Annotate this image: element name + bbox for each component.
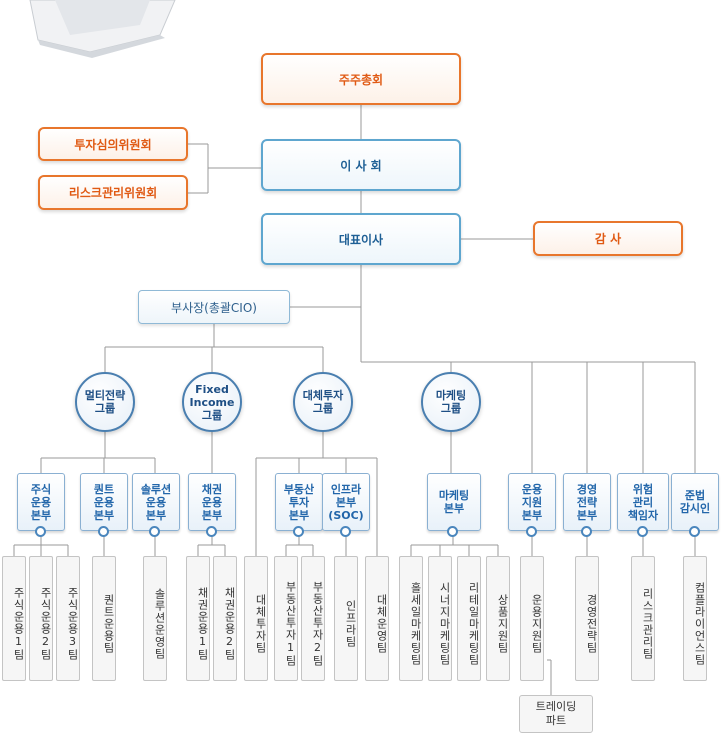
team-solution: 솔루션운영팀 [143,556,167,681]
team-realestate-1: 부동산투자1팀 [274,556,298,681]
team-product-support: 상품지원팀 [486,556,510,681]
team-compliance: 컴플라이언스팀 [683,556,707,681]
team-alt-ops: 대체운영팀 [365,556,389,681]
marketing-group: 마케팅 그룹 [421,372,481,432]
shareholders-box: 주주총회 [261,53,461,105]
connector-dot [447,526,458,537]
risk-officer-box: 위험 관리 책임자 [617,473,669,531]
team-wholesale-marketing: 홀세일마케팅팀 [399,556,423,681]
realestate-division: 부동산 투자 본부 [275,473,323,531]
connector-dot [149,526,160,537]
connector-dot [293,526,304,537]
board-box: 이 사 회 [261,139,461,191]
team-equity-1: 주식운용1팀 [2,556,26,681]
multi-strategy-group: 멀티전략 그룹 [75,372,135,432]
team-synergy-marketing: 시너지마케팅팀 [428,556,452,681]
equity-division: 주식 운용 본부 [17,473,65,531]
team-infra: 인프라팀 [334,556,358,681]
team-risk: 리스크관리팀 [631,556,655,681]
bond-division: 채권 운용 본부 [188,473,236,531]
connector-dot [581,526,592,537]
team-ops-support: 운용지원팀 [520,556,544,681]
risk-committee-box: 리스크관리위원회 [38,175,188,210]
solution-division: 솔루션 운용 본부 [132,473,180,531]
team-retail-marketing: 리테일마케팅팀 [457,556,481,681]
ops-support-division: 운용 지원 본부 [508,473,556,531]
connector-dot [98,526,109,537]
team-quant: 퀀트운용팀 [92,556,116,681]
fixed-income-group: Fixed Income 그룹 [182,372,242,432]
connector-dot [526,526,537,537]
team-strategy: 경영전략팀 [575,556,599,681]
connector-dot [689,526,700,537]
team-bond-2: 채권운용2팀 [213,556,237,681]
team-equity-2: 주식운용2팀 [29,556,53,681]
investment-committee-box: 투자심의위원회 [38,127,188,161]
quant-division: 퀀트 운용 본부 [80,473,128,531]
audit-box: 감 사 [533,221,683,256]
team-realestate-2: 부동산투자2팀 [301,556,325,681]
team-equity-3: 주식운용3팀 [56,556,80,681]
connector-dot [35,526,46,537]
connector-dot [340,526,351,537]
alternative-investment-group: 대체투자 그룹 [293,372,353,432]
strategy-division: 경영 전략 본부 [563,473,611,531]
trading-part: 트레이딩 파트 [519,695,593,733]
connector-dot [637,526,648,537]
marketing-division: 마케팅 본부 [427,473,481,531]
team-alt-invest: 대체투자팀 [244,556,268,681]
compliance-officer-box: 준법 감시인 [671,473,719,531]
connector-dot [206,526,217,537]
laptop-illustration [30,0,175,58]
infra-division: 인프라 본부 (SOC) [322,473,370,531]
vice-president-box: 부사장(총괄CIO) [138,290,290,324]
ceo-box: 대표이사 [261,213,461,265]
team-bond-1: 채권운용1팀 [186,556,210,681]
